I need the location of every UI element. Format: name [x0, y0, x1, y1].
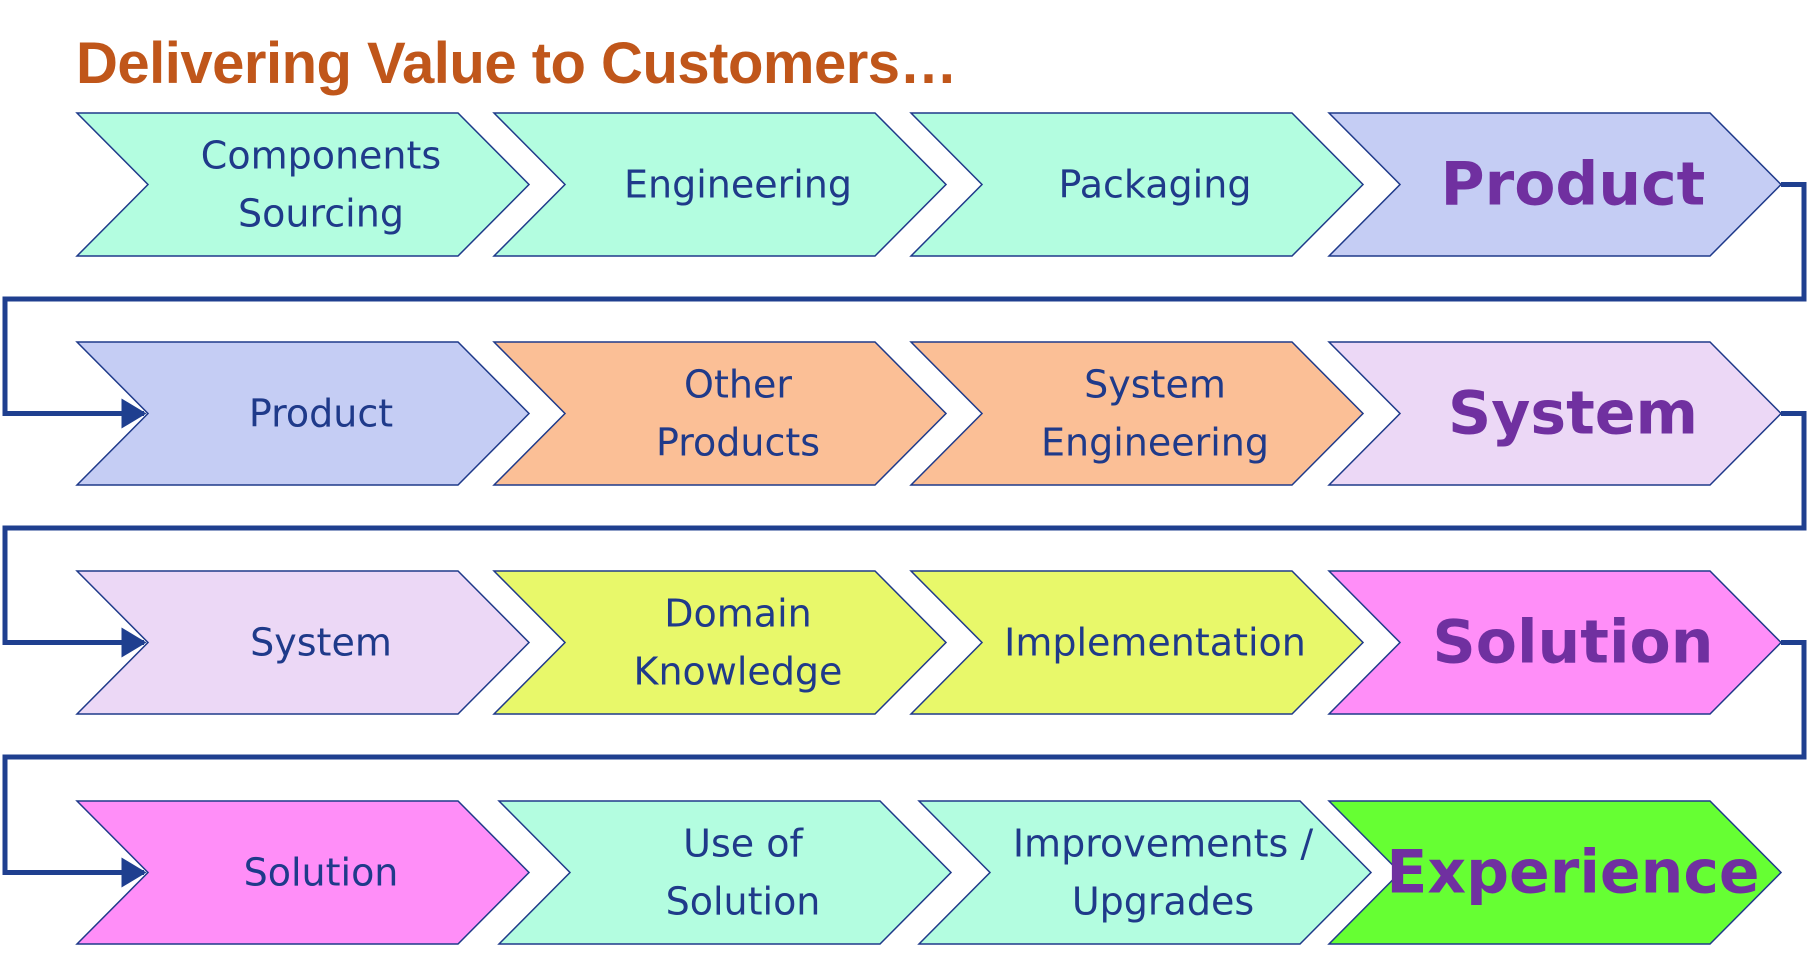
chevron-label: Implementation — [1004, 621, 1306, 665]
chevron-label: Experience — [1386, 838, 1759, 908]
chevron-shape — [75, 800, 531, 945]
chevron-stage-result: Product — [1327, 112, 1783, 257]
chevron-step: Use of Solution — [497, 800, 953, 945]
chevron-step: Product — [75, 341, 531, 486]
chevron-label: Sourcing — [238, 192, 404, 236]
chevron-stage-result: Experience — [1327, 800, 1783, 945]
diagram-title: Delivering Value to Customers… — [76, 31, 958, 96]
chevron-label: System — [1448, 379, 1698, 449]
chevron-label: Use of — [683, 822, 804, 866]
chevron-label: Upgrades — [1072, 880, 1254, 924]
connector-arrow-1 — [2, 182, 1807, 429]
chevron-label: Engineering — [624, 163, 852, 207]
chevron-step: Solution — [75, 800, 531, 945]
chevron-stage-result: Solution — [1327, 570, 1783, 715]
chevron-shape — [1327, 800, 1783, 945]
chevron-shape — [75, 570, 531, 715]
chevron-label: Packaging — [1059, 163, 1252, 207]
chevron-label: Solution — [244, 851, 399, 895]
chevron-label: Improvements / — [1013, 822, 1314, 866]
chevron-shape — [1327, 112, 1783, 257]
chevron-shape — [492, 570, 948, 715]
chevron-shape — [1327, 570, 1783, 715]
chevron-shape — [909, 112, 1365, 257]
chevron-label: Engineering — [1041, 421, 1269, 465]
chevron-shape — [75, 341, 531, 486]
chevron-shape — [1327, 341, 1783, 486]
chevron-step: Packaging — [909, 112, 1365, 257]
chevron-step: System — [75, 570, 531, 715]
chevron-label: System — [1084, 363, 1226, 407]
chevron-stage-result: System — [1327, 341, 1783, 486]
chevron-shape — [497, 800, 953, 945]
chevron-step: Implementation — [909, 570, 1365, 715]
chevron-label: Product — [1441, 150, 1706, 220]
chevron-step: Engineering — [492, 112, 948, 257]
row-connectors — [2, 182, 1807, 888]
connector-arrow-2 — [2, 411, 1807, 658]
chevron-shape — [917, 800, 1373, 945]
chevron-shape — [492, 112, 948, 257]
connector-arrow-3 — [2, 640, 1807, 888]
chevron-label: Product — [249, 392, 393, 436]
chevron-label: Solution — [666, 880, 821, 924]
chevron-label: Other — [684, 363, 792, 407]
chevron-shape — [909, 341, 1365, 486]
chevron-label: Products — [656, 421, 820, 465]
chevron-step: Improvements / Upgrades — [917, 800, 1373, 945]
chevron-label: Solution — [1433, 608, 1714, 678]
chevron-shape — [909, 570, 1365, 715]
chevron-label: Knowledge — [634, 650, 843, 694]
chevron-label: System — [250, 621, 392, 665]
chevron-shape — [492, 341, 948, 486]
chevron-label: Components — [201, 134, 441, 178]
chevron-row-4: Solution Use of Solution Improvements / Upgr… — [75, 800, 1783, 945]
chevron-label: Domain — [664, 592, 811, 636]
chevron-shape — [75, 112, 531, 257]
